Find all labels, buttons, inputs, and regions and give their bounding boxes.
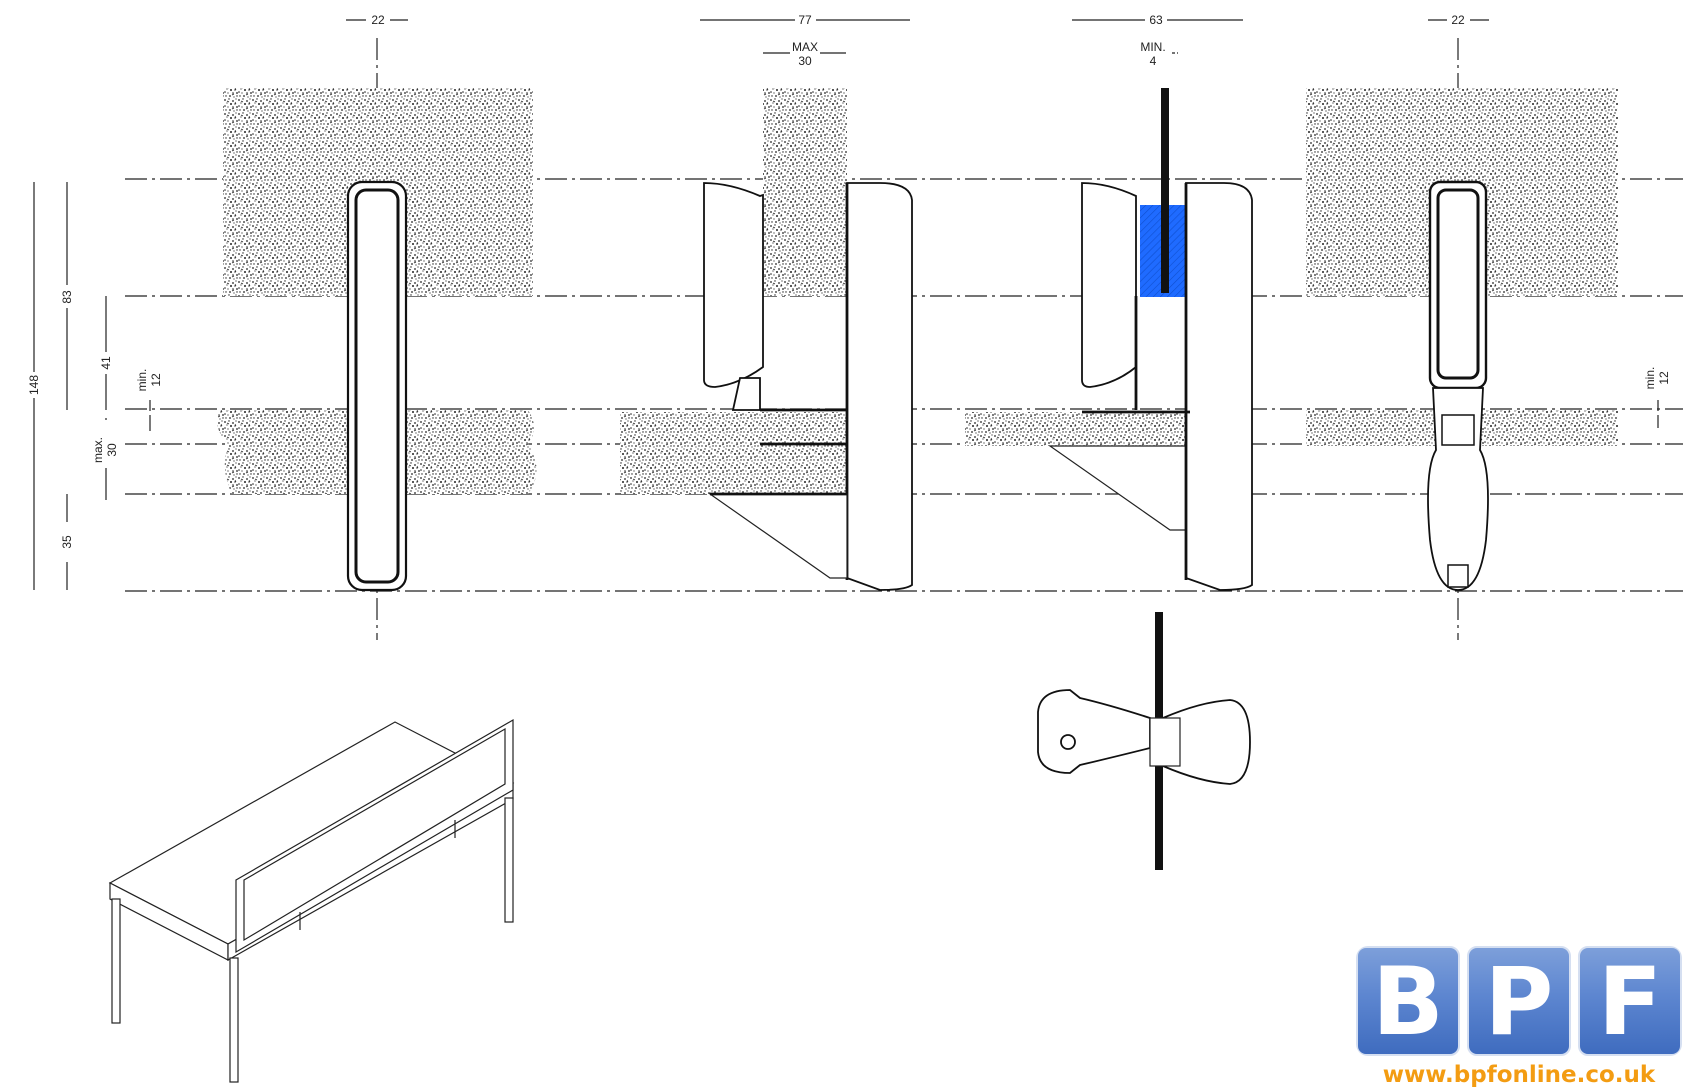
panel-section-hatch <box>763 88 847 296</box>
max-value: 30 <box>798 54 812 68</box>
isometric-desk <box>108 718 515 1083</box>
logo-letter-b: B <box>1356 946 1460 1056</box>
desk-leg <box>504 797 514 923</box>
dim-value: 77 <box>798 13 812 27</box>
min-glass-dim: MIN. 4 <box>1140 40 1178 68</box>
clamp-body-right <box>846 182 913 591</box>
top-dimension-4: 22 <box>1428 13 1489 27</box>
dim-min-gap-label: min. <box>1643 367 1657 390</box>
dim-min-gap-value: 12 <box>1657 371 1671 385</box>
view-side-glass <box>965 88 1253 591</box>
left-dimensions: 148 83 41 35 min. 12 max. 30 <box>27 182 163 590</box>
clamp-jaw-left <box>703 182 764 388</box>
dim-max-top-value: 30 <box>105 443 119 457</box>
view-front-right <box>1306 88 1618 591</box>
clamp-foot <box>1447 564 1469 588</box>
right-dimension: min. 12 <box>1643 367 1671 428</box>
logo-letter-f: F <box>1578 946 1682 1056</box>
desk-leg <box>229 957 239 1083</box>
clamp-inner <box>354 188 400 584</box>
dim-value: 22 <box>371 13 385 27</box>
clamp-body-right <box>1185 182 1253 591</box>
dim-clear: 41 <box>99 356 113 370</box>
dim-min-gap-label: min. <box>135 369 149 392</box>
dim-max-top-label: max. <box>91 437 105 463</box>
clamp-upper-inner <box>1436 188 1480 380</box>
dim-lower: 35 <box>60 535 74 549</box>
max-thickness-dim: MAX 30 <box>763 40 846 68</box>
min-label: MIN. <box>1140 40 1165 54</box>
dim-overall: 148 <box>27 375 41 395</box>
view-front-left <box>217 88 537 592</box>
dim-value: 63 <box>1149 13 1163 27</box>
clamp-knob <box>1441 414 1475 446</box>
desk-section-hatch <box>965 412 1191 446</box>
clamp-plan-right <box>1162 699 1251 785</box>
top-dimension-1: 22 <box>346 13 408 27</box>
max-label: MAX <box>792 40 818 54</box>
dim-upper: 83 <box>60 290 74 304</box>
min-value: 4 <box>1150 54 1157 68</box>
logo-url: www.bpfonline.co.uk <box>1382 1062 1656 1088</box>
clamp-bracket <box>708 493 848 579</box>
clamp-outer <box>346 180 408 592</box>
desk-leg <box>111 898 121 1024</box>
dim-min-gap-value: 12 <box>149 373 163 387</box>
vertical-centerlines <box>376 38 1459 640</box>
logo-letter-p: P <box>1467 946 1571 1056</box>
plan-view-clamp <box>1037 612 1251 870</box>
clamp-plan-left <box>1037 689 1151 774</box>
top-dimension-2: 77 <box>700 13 910 27</box>
clamp-jaw-left <box>1081 182 1137 388</box>
clamp-bracket <box>1048 445 1187 531</box>
desk-section-hatch <box>620 412 846 494</box>
clamp-lip <box>731 377 761 411</box>
top-dimension-3: 63 <box>1072 13 1243 27</box>
bpf-logo: B P F <box>1356 946 1682 1056</box>
view-side-max <box>620 88 913 591</box>
dim-value: 22 <box>1451 13 1465 27</box>
glass-pane <box>1161 88 1169 293</box>
